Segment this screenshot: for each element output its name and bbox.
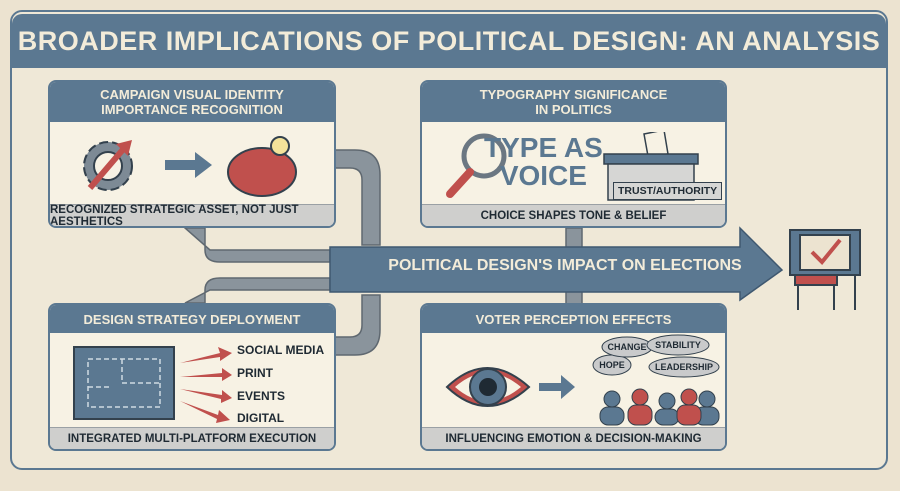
arrow-right-icon <box>539 375 575 399</box>
panel-campaign-identity: CAMPAIGN VISUAL IDENTITY IMPORTANCE RECO… <box>48 80 336 228</box>
panel-header: VOTER PERCEPTION EFFECTS <box>422 305 725 333</box>
central-arrow <box>329 226 784 302</box>
connector-lower-curve <box>334 294 381 356</box>
channel-social-media: SOCIAL MEDIA <box>237 343 325 357</box>
thought-leadership: LEADERSHIP <box>654 362 714 372</box>
connector-bottom-left <box>184 277 331 304</box>
panel-footer: CHOICE SHAPES TONE & BELIEF <box>422 204 725 226</box>
channel-events: EVENTS <box>237 389 286 403</box>
connector-upper-curve <box>334 149 381 246</box>
thought-bubbles <box>592 334 720 378</box>
voting-booth-check-icon <box>789 229 861 310</box>
gear-arrow-icon <box>83 140 133 191</box>
ballot-label: TRUST/AUTHORITY <box>613 182 723 200</box>
panel-title-line: IN POLITICS <box>535 102 612 117</box>
panel-footer: RECOGNIZED STRATEGIC ASSET, NOT JUST AES… <box>50 204 334 226</box>
connector-top-right <box>565 227 583 249</box>
perception-illustration <box>445 334 720 426</box>
panel-voter-perception: VOTER PERCEPTION EFFECTS HOPE CHANGE STA… <box>420 303 727 451</box>
crowd-icon <box>599 388 720 426</box>
central-arrow-label: POLITICAL DESIGN'S IMPACT ON ELECTIONS <box>388 257 742 274</box>
panel-title-line: TYPOGRAPHY SIGNIFICANCE <box>479 87 668 102</box>
channel-digital: DIGITAL <box>237 411 285 425</box>
panel-footer: INFLUENCING EMOTION & DECISION-MAKING <box>422 427 725 449</box>
panel-footer: INTEGRATED MULTI-PLATFORM EXECUTION <box>50 427 334 449</box>
magnifier-icon <box>446 133 507 198</box>
thought-hope: HOPE <box>599 360 625 370</box>
arrow-right-icon <box>165 152 212 178</box>
thought-change: CHANGE <box>607 342 647 352</box>
panel-design-deployment: DESIGN STRATEGY DEPLOYMENT SOCIAL MEDIA … <box>48 303 336 451</box>
eye-icon <box>445 367 531 407</box>
panel-title-line: CAMPAIGN VISUAL IDENTITY <box>100 87 284 102</box>
panel-title-line: IMPORTANCE RECOGNITION <box>101 102 283 117</box>
channel-arrows <box>180 347 232 423</box>
connector-top-left <box>183 227 331 263</box>
panel-header: DESIGN STRATEGY DEPLOYMENT <box>50 305 334 333</box>
panel-header: TYPOGRAPHY SIGNIFICANCE IN POLITICS <box>422 82 725 122</box>
brain-lightbulb-icon <box>227 136 297 197</box>
identity-illustration <box>83 136 297 197</box>
deployment-illustration <box>73 346 232 423</box>
panel-header: CAMPAIGN VISUAL IDENTITY IMPORTANCE RECO… <box>50 82 334 122</box>
channel-print: PRINT <box>237 366 273 380</box>
thought-stability: STABILITY <box>655 340 701 350</box>
page-title: BROADER IMPLICATIONS OF POLITICAL DESIGN… <box>12 14 886 68</box>
panel-typography: TYPOGRAPHY SIGNIFICANCE IN POLITICS TYPE… <box>420 80 727 228</box>
blueprint-icon <box>73 346 175 420</box>
